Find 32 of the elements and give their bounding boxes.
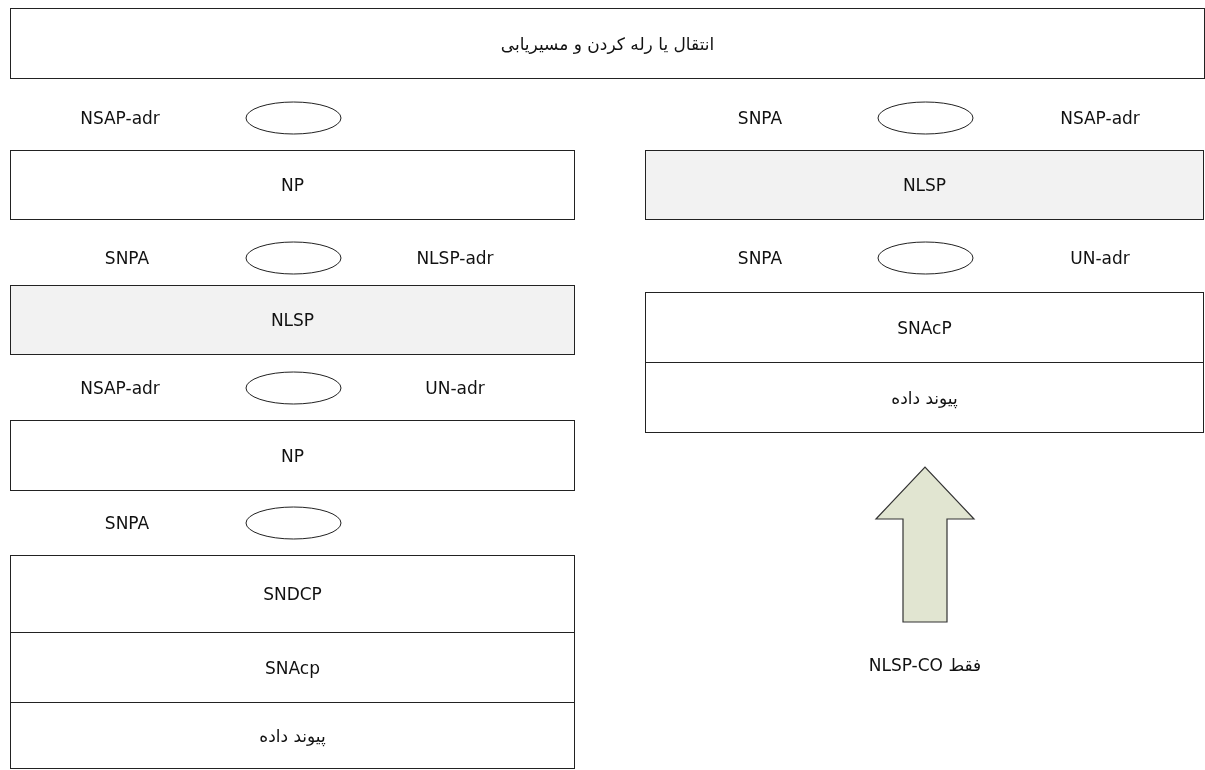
address-label: SNPA <box>104 513 150 533</box>
address-label: SNPA <box>737 108 783 128</box>
layer-box <box>10 8 1205 79</box>
layer-box <box>10 555 575 633</box>
block-arrow <box>874 466 976 623</box>
layer-name: SNAcP <box>897 317 952 338</box>
address-label: UN-adr <box>425 378 485 398</box>
address-label: SNPA <box>104 248 150 268</box>
layer-box <box>10 150 575 220</box>
layer-box <box>10 285 575 355</box>
arrow-caption: فقط NLSP-CO <box>868 655 982 675</box>
address-label: NSAP-adr <box>80 108 160 128</box>
layer-name: NP <box>281 175 304 195</box>
address-label: UN-adr <box>1070 248 1130 268</box>
layer-name: انتقال یا رله کردن و مسیریابی <box>500 33 715 54</box>
layer-box <box>10 702 575 769</box>
layer-name: NLSP <box>902 175 947 195</box>
layer-name: پیوند داده <box>891 387 958 408</box>
layer-name: NP <box>281 445 304 466</box>
layer-name: SNAcp <box>265 657 320 678</box>
layer-box <box>10 632 575 703</box>
layer-name: SNDCP <box>263 584 322 604</box>
layer-box <box>645 150 1204 220</box>
address-label: NSAP-adr <box>80 378 160 398</box>
layer-box <box>645 362 1204 433</box>
address-label: NLSP-adr <box>416 248 494 268</box>
layer-name: NLSP <box>270 310 315 330</box>
layer-box <box>10 420 575 491</box>
layer-name: پیوند داده <box>259 725 326 746</box>
address-label: SNPA <box>737 248 783 268</box>
address-label: NSAP-adr <box>1060 108 1140 128</box>
layer-box <box>645 292 1204 363</box>
